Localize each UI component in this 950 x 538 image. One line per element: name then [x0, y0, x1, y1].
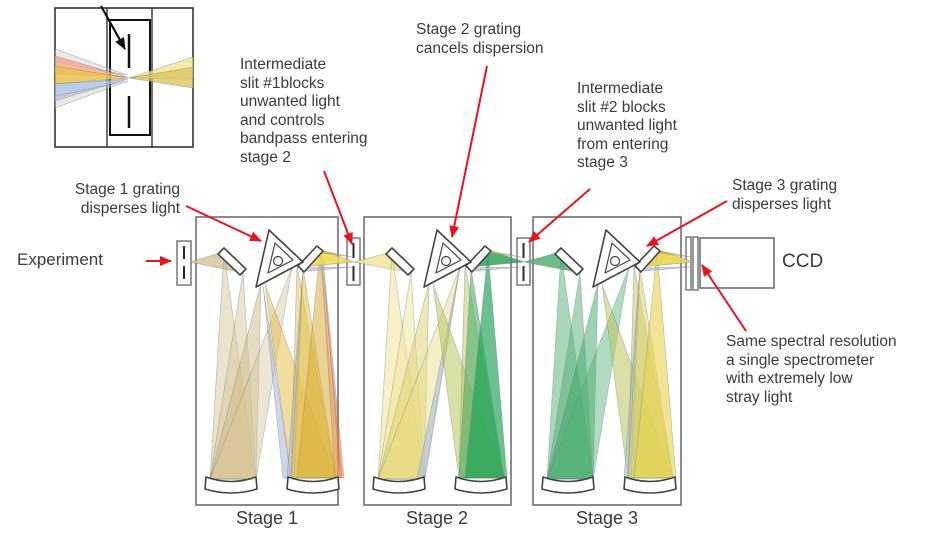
inset-blocked-beam-blue — [54, 78, 129, 102]
ccd-box — [699, 237, 775, 289]
inset-stray-beam-bottom — [54, 80, 129, 109]
stage3-box — [532, 216, 682, 506]
note-stage2-grating: Stage 2 grating cancels dispersion — [416, 21, 544, 57]
arrow-stage3-grating — [646, 200, 728, 247]
slit-jaws — [183, 243, 525, 281]
stage3-label: Stage 3 — [575, 508, 639, 528]
stage2-box — [363, 216, 512, 506]
note-experiment: Experiment — [17, 250, 103, 269]
arrow-stage2-grating — [449, 65, 488, 238]
arrow-slit2 — [528, 188, 591, 243]
stage2-label: Stage 2 — [405, 508, 469, 528]
stage1-beams — [189, 248, 355, 480]
note-stage1-grating: Stage 1 grating disperses light — [74, 181, 180, 217]
entrance-slit — [176, 240, 192, 286]
stage2-beams — [353, 249, 525, 480]
inset-pointer-arrow — [100, 5, 126, 50]
stage1-box — [195, 216, 339, 506]
note-intermediate-slit2: Intermediate slit #2 blocks unwanted lig… — [577, 80, 677, 171]
exit-slit-bar-1 — [685, 236, 692, 291]
arrow-exit-slit — [701, 264, 747, 332]
arrow-slit1 — [323, 170, 353, 245]
stage3-beams — [523, 249, 695, 480]
note-intermediate-slit1: Intermediate slit #1blocks unwanted ligh… — [240, 56, 368, 166]
slit-inset — [54, 5, 194, 148]
note-stage3-grating: Stage 3 grating disperses light — [732, 177, 838, 213]
inset-exit-beam-dark — [128, 66, 194, 89]
inset-passed-beam-gold — [54, 65, 129, 85]
stage1-label: Stage 1 — [235, 508, 299, 528]
note-ccd: CCD — [782, 251, 824, 272]
exit-slit-bar-2 — [692, 236, 699, 291]
note-spectral-resolution: Same spectral resolution a single spectr… — [726, 333, 897, 406]
arrow-stage1-grating — [185, 205, 262, 242]
annotation-arrows — [146, 65, 747, 332]
